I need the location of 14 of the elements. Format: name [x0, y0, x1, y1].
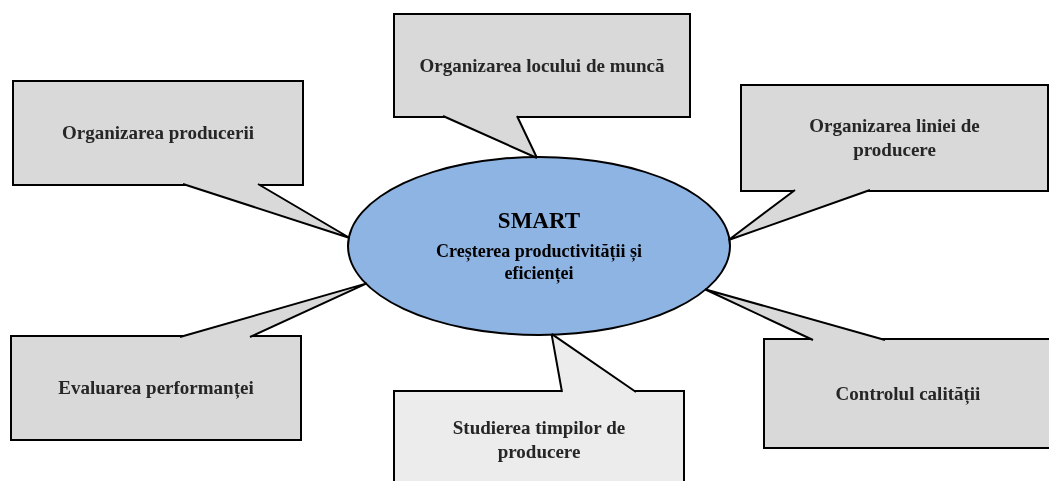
callout-pointer: [179, 282, 368, 338]
callout-text: Controlul calității: [835, 381, 981, 406]
callout-pointer: [727, 189, 871, 241]
callout-text: Studierea timpilor de producere: [451, 416, 627, 464]
center-title: SMART: [497, 207, 581, 236]
callout-pointer: [703, 288, 886, 341]
callout-text: Creșterea productivității și eficienței: [435, 239, 643, 285]
callout-text: Organizarea liniei de producere: [808, 114, 981, 162]
callout-pointer: [550, 332, 637, 393]
callout-text: Evaluarea performanței: [58, 376, 254, 400]
callout-text: Organizarea producerii: [62, 121, 254, 145]
callout-pointer: [442, 115, 538, 159]
callout-pointer: [182, 183, 351, 239]
callout-text: Organizarea locului de muncă: [419, 53, 665, 78]
